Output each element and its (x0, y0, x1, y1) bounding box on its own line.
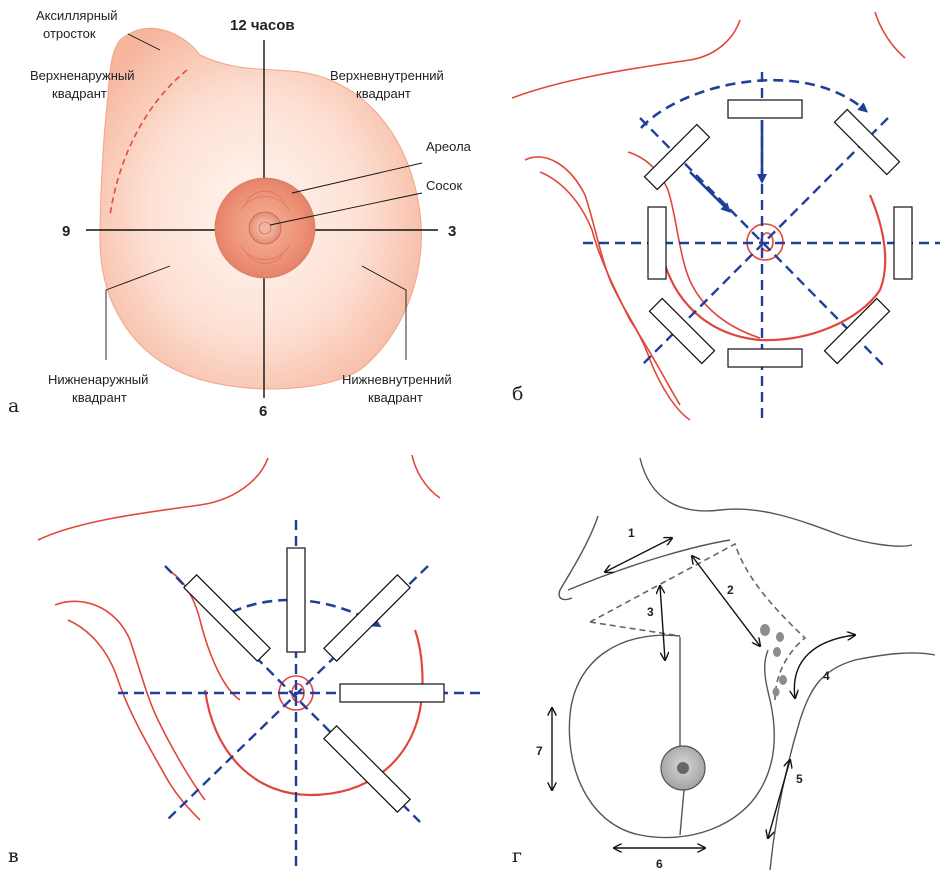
region-label-5: 5 (796, 772, 803, 786)
lower-inner-label-line2: квадрант (368, 390, 423, 405)
panel-b-diagonal-arrow (689, 171, 731, 213)
axillary-dashed-line (109, 69, 188, 216)
lower-outer-label-line2: квадрант (72, 390, 127, 405)
panel-c: в (8, 454, 480, 872)
areola-label: Ареола (426, 139, 472, 154)
panel-b-contours (511, 11, 906, 421)
nipple-label: Сосок (426, 178, 462, 193)
panel-c-letter: в (8, 845, 19, 867)
nipple-center (258, 221, 272, 235)
upper-inner-label-line1: Верхневнутренний (330, 68, 444, 83)
region-label-6: 6 (656, 857, 663, 871)
region-label-7: 7 (536, 744, 543, 758)
lower-outer-label-line1: Нижненаружный (48, 372, 148, 387)
panel-d-letter: г (512, 845, 522, 867)
panel-d: 1 2 3 4 5 6 7 г (512, 457, 936, 871)
leader-lines (105, 33, 423, 360)
panel-a-letter: а (8, 395, 19, 417)
panel-c-probes (183, 547, 445, 813)
region-label-2: 2 (727, 583, 734, 597)
panel-b-probes (643, 99, 913, 368)
lymph-nodes (760, 624, 787, 697)
axillary-triangle (589, 542, 807, 701)
clock-9-label: 9 (62, 223, 70, 240)
axillary-label-line2: отросток (43, 26, 96, 41)
clock-6-label: 6 (259, 403, 267, 420)
region-label-3: 3 (647, 605, 654, 619)
region-label-4: 4 (823, 669, 830, 683)
panel-d-arrows (552, 538, 855, 848)
panel-c-radial-lines (118, 520, 480, 872)
clock-12-label: 12 часов (230, 17, 295, 34)
panel-b-letter: б (512, 383, 523, 405)
clock-3-label: 3 (448, 223, 456, 240)
panel-d-contours (558, 457, 936, 871)
axillary-triangle-top (589, 621, 681, 637)
gray-nipple-center (677, 762, 689, 774)
lower-inner-label-line1: Нижневнутренний (342, 372, 452, 387)
panel-b-arc-arrow (640, 78, 869, 129)
panel-a: Аксиллярный отросток Верхненаружный квад… (8, 8, 472, 420)
panel-b: б (511, 11, 940, 421)
axillary-label-line1: Аксиллярный (36, 8, 118, 23)
upper-outer-label-line1: Верхненаружный (30, 68, 135, 83)
upper-inner-label-line2: квадрант (356, 86, 411, 101)
upper-outer-label-line2: квадрант (52, 86, 107, 101)
areola-rings (240, 190, 290, 264)
region-label-1: 1 (628, 526, 635, 540)
